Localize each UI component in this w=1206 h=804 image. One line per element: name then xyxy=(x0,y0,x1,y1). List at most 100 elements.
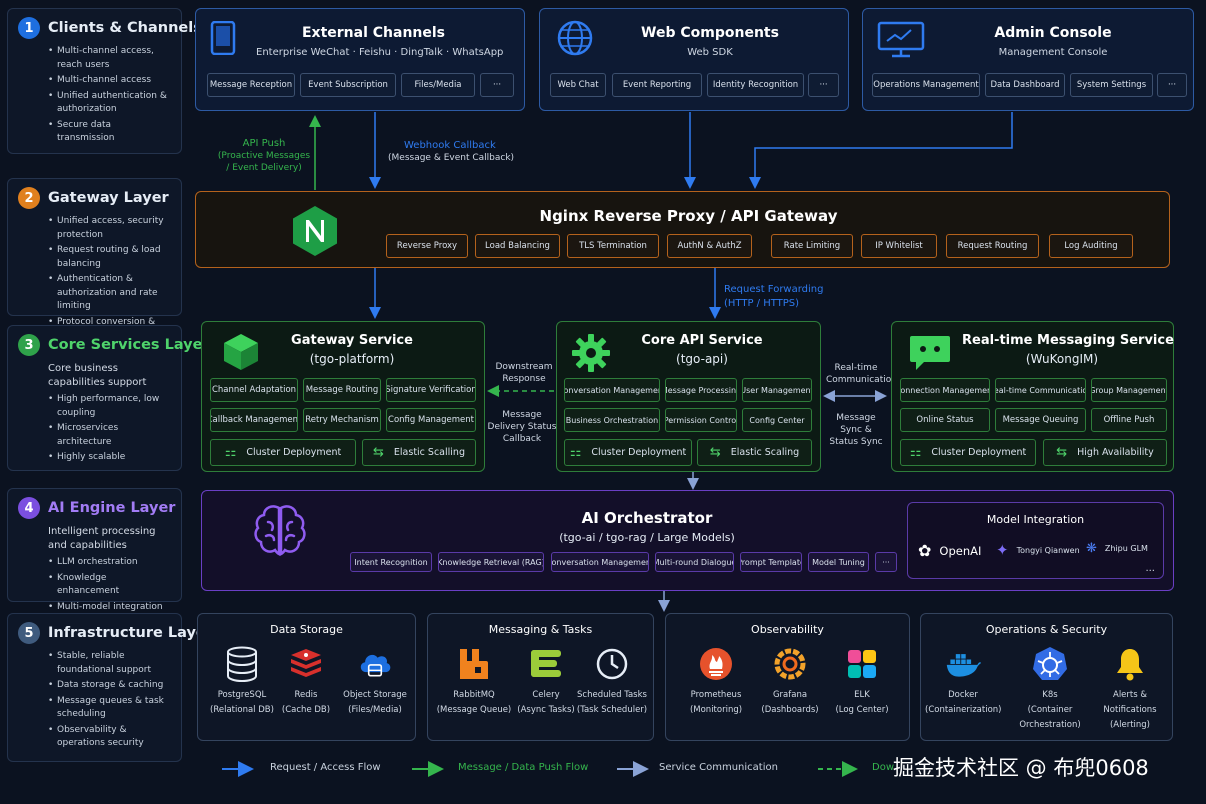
chip-more[interactable]: ··· xyxy=(808,73,839,97)
chip-more[interactable]: ··· xyxy=(1157,73,1187,97)
openai-icon: ✿ xyxy=(918,541,932,560)
layer-item: Secure data transmission xyxy=(48,119,171,146)
chip-conversation-management[interactable]: Conversation Management xyxy=(564,378,660,402)
chip-multi-round-dialogue[interactable]: Multi-round Dialogue xyxy=(655,552,734,572)
chip-load-balancing[interactable]: Load Balancing xyxy=(475,234,560,258)
chip-offline-push[interactable]: Offline Push xyxy=(1091,408,1167,432)
chip-knowledge-retrieval[interactable]: Knowledge Retrieval (RAG) xyxy=(438,552,544,572)
cloud-storage-icon xyxy=(357,646,393,682)
tongyi-icon: ✦ xyxy=(996,541,1009,559)
chip-intent-recognition[interactable]: Intent Recognition xyxy=(350,552,432,572)
legend-label: Dow xyxy=(872,762,894,773)
chip-message-routing[interactable]: Message Routing xyxy=(303,378,381,402)
chip-rate-limiting[interactable]: Rate Limiting xyxy=(771,234,853,258)
web-title: Web Components xyxy=(641,25,779,41)
infra-item-note: (Relational DB) xyxy=(210,705,274,715)
chip-reverse-proxy[interactable]: Reverse Proxy xyxy=(386,234,468,258)
infra-item-note: (Files/Media) xyxy=(348,705,402,715)
layer-item: Unified access, security protection xyxy=(48,215,171,242)
chip-callback-management[interactable]: Callback Management xyxy=(210,408,298,432)
infra-data-storage-box: Data Storage PostgreSQL (Relational DB) … xyxy=(197,613,416,741)
chip-request-routing[interactable]: Request Routing xyxy=(946,234,1039,258)
chip-retry-mechanism[interactable]: Retry Mechanism xyxy=(303,408,381,432)
clock-icon xyxy=(594,646,630,682)
elastic-scaling-badge: ⇆ Elastic Scalling xyxy=(362,439,476,466)
chip-ip-whitelist[interactable]: IP Whitelist xyxy=(861,234,937,258)
chip-signature-verification[interactable]: Signature Verification xyxy=(386,378,476,402)
celery-icon xyxy=(528,646,564,682)
external-title: External Channels xyxy=(301,25,446,41)
layer-item: Multi-channel access xyxy=(48,74,171,88)
layer-clients-panel: 1 Clients & Channels Multi-channel acces… xyxy=(7,8,202,154)
monitor-icon xyxy=(877,21,925,58)
chip-config-management[interactable]: Config Management xyxy=(386,408,476,432)
chip-model-tuning[interactable]: Model Tuning xyxy=(808,552,869,572)
admin-title: Admin Console xyxy=(994,25,1112,41)
core-api-subtitle: (tgo-api) xyxy=(676,352,728,366)
layer-number-badge: 4 xyxy=(18,497,40,519)
infra-item-grafana: Grafana (Dashboards) xyxy=(752,646,828,718)
chip-operations-management[interactable]: Operations Management xyxy=(872,73,980,97)
legend-label: Service Communication xyxy=(659,762,778,773)
chip-tls-termination[interactable]: TLS Termination xyxy=(567,234,659,258)
redis-icon xyxy=(288,646,324,682)
chip-event-subscription[interactable]: Event Subscription xyxy=(300,73,396,97)
gw-service-subtitle: (tgo-platform) xyxy=(309,352,395,366)
legend-label: Request / Access Flow xyxy=(270,762,381,773)
chip-group-management[interactable]: Group Management xyxy=(1091,378,1167,402)
chip-conversation-management[interactable]: Conversation Management xyxy=(551,552,649,572)
cluster-icon: ⚏ xyxy=(909,445,922,460)
downstream-label: Downstream Response xyxy=(495,362,553,384)
chip-event-reporting[interactable]: Event Reporting xyxy=(612,73,702,97)
zhipu-icon: ❋ xyxy=(1086,541,1097,556)
infra-item-k8s: K8s (Container Orchestration) xyxy=(1003,646,1097,733)
chip-files-media[interactable]: Files/Media xyxy=(401,73,475,97)
chip-more[interactable]: ··· xyxy=(480,73,514,97)
chip-prompt-template[interactable]: Prompt Template xyxy=(740,552,802,572)
model-tongyi: ✦ Tongyi Qianwen xyxy=(996,541,1080,559)
legend-label: Message / Data Push Flow xyxy=(458,762,589,773)
layer-title: Infrastructure Layer xyxy=(48,625,213,641)
chip-authn-authz[interactable]: AuthN & AuthZ xyxy=(667,234,752,258)
chip-message-queuing[interactable]: Message Queuing xyxy=(995,408,1086,432)
chip-permission-control[interactable]: Permission Control xyxy=(665,408,737,432)
gw-service-title: Gateway Service xyxy=(291,333,413,348)
chip-business-orchestration[interactable]: Business Orchestration xyxy=(564,408,660,432)
chip-connection-management[interactable]: Connection Management xyxy=(900,378,990,402)
infra-item-elk: ELK (Log Center) xyxy=(824,646,900,718)
footer-label: High Availability xyxy=(1077,447,1154,458)
model-more[interactable]: ... xyxy=(1145,563,1155,574)
chip-more[interactable]: ··· xyxy=(875,552,897,572)
layer-lead: Core business capabilities support xyxy=(48,363,147,388)
layer-item: Multi-channel access, reach users xyxy=(48,45,171,72)
chip-data-dashboard[interactable]: Data Dashboard xyxy=(985,73,1065,97)
layer-number-badge: 2 xyxy=(18,187,40,209)
infra-item-name: Prometheus xyxy=(690,690,742,700)
infra-item-object-storage: Object Storage (Files/Media) xyxy=(337,646,413,718)
cluster-deployment-badge: ⚏ Cluster Deployment xyxy=(210,439,356,466)
chip-channel-adaptation[interactable]: Channel Adaptation xyxy=(210,378,298,402)
high-availability-badge: ⇆ High Availability xyxy=(1043,439,1167,466)
chip-online-status[interactable]: Online Status xyxy=(900,408,990,432)
prometheus-icon xyxy=(698,646,734,682)
infra-item-redis: Redis (Cache DB) xyxy=(268,646,344,718)
chip-identity-recognition[interactable]: Identity Recognition xyxy=(707,73,804,97)
chip-log-auditing[interactable]: Log Auditing xyxy=(1049,234,1133,258)
layer-title: Core Services Layer xyxy=(48,337,210,353)
layer-item: Microservices architecture xyxy=(48,422,171,449)
realtime-label: Real-time Communication xyxy=(826,363,897,385)
chip-realtime-communication[interactable]: Real-time Communication xyxy=(995,378,1086,402)
infra-observability-box: Observability Prometheus (Monitoring) Gr… xyxy=(665,613,910,741)
watermark: 掘金技术社区 @ 布兜0608 xyxy=(893,756,1149,780)
chip-message-reception[interactable]: Message Reception xyxy=(207,73,295,97)
infra-item-name: Celery xyxy=(532,690,560,700)
infra-item-name: Object Storage xyxy=(343,690,407,700)
chip-user-management[interactable]: User Management xyxy=(742,378,812,402)
chip-message-processing[interactable]: Message Processing xyxy=(665,378,737,402)
chip-system-settings[interactable]: System Settings xyxy=(1070,73,1153,97)
chip-config-center[interactable]: Config Center xyxy=(742,408,812,432)
infra-item-note: (Monitoring) xyxy=(689,705,743,715)
chip-web-chat[interactable]: Web Chat xyxy=(550,73,606,97)
sync-label: Message Sync & Status Sync xyxy=(829,413,883,447)
layer-lead: Intelligent processing and capabilities xyxy=(48,526,156,551)
